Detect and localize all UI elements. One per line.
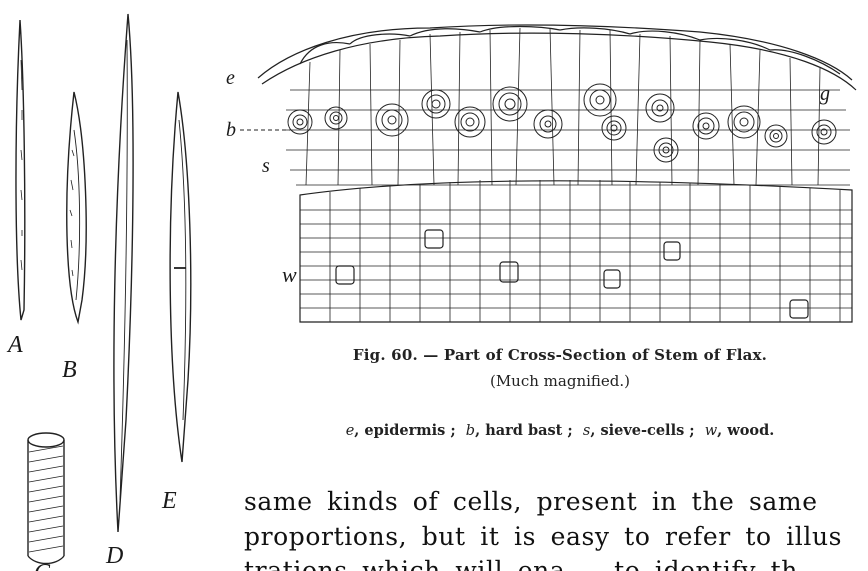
legend-key-b: b: [466, 423, 475, 439]
fibre-d-drawing: [114, 14, 133, 532]
fibre-label-d: D: [105, 543, 123, 569]
fibre-b-drawing: [67, 92, 86, 322]
section-label-w: w: [282, 262, 297, 287]
body-text-line-2: proportions, but it is easy to refer to …: [244, 522, 868, 551]
body-text-line-1: same kinds of cells, present in the same: [244, 487, 868, 516]
legend-key-w: w: [705, 423, 717, 439]
legend-text-w: wood.: [727, 422, 774, 439]
legend-text-b: hard bast ;: [485, 422, 573, 439]
legend-text-s: sieve-cells ;: [600, 422, 694, 439]
body-text-line-3: trations which will ena..., to identify …: [244, 556, 868, 571]
fibre-label-b: B: [62, 357, 77, 383]
section-label-s: s: [262, 155, 270, 177]
fibre-label-c: C: [34, 560, 51, 571]
legend-key-e: e: [346, 423, 355, 439]
figure-caption-note: (Much magnified.): [300, 372, 820, 390]
figure-caption: Fig. 60. — Part of Cross-Section of Stem…: [300, 346, 820, 364]
section-label-g: g: [820, 83, 830, 105]
legend-text-e: epidermis ;: [364, 422, 455, 439]
fibre-e-drawing: [170, 92, 191, 462]
fibre-c-drawing: [28, 433, 64, 564]
section-label-e: e: [226, 67, 235, 89]
figure-legend: e, epidermis ; b, hard bast ; s, sieve-c…: [300, 422, 820, 439]
section-label-b: b: [226, 119, 236, 141]
legend-key-s: s: [583, 423, 590, 439]
fibre-label-e: E: [161, 488, 177, 514]
cross-section-drawing: [258, 25, 856, 322]
fibre-label-a: A: [6, 332, 23, 358]
fibre-a-drawing: [16, 20, 25, 320]
